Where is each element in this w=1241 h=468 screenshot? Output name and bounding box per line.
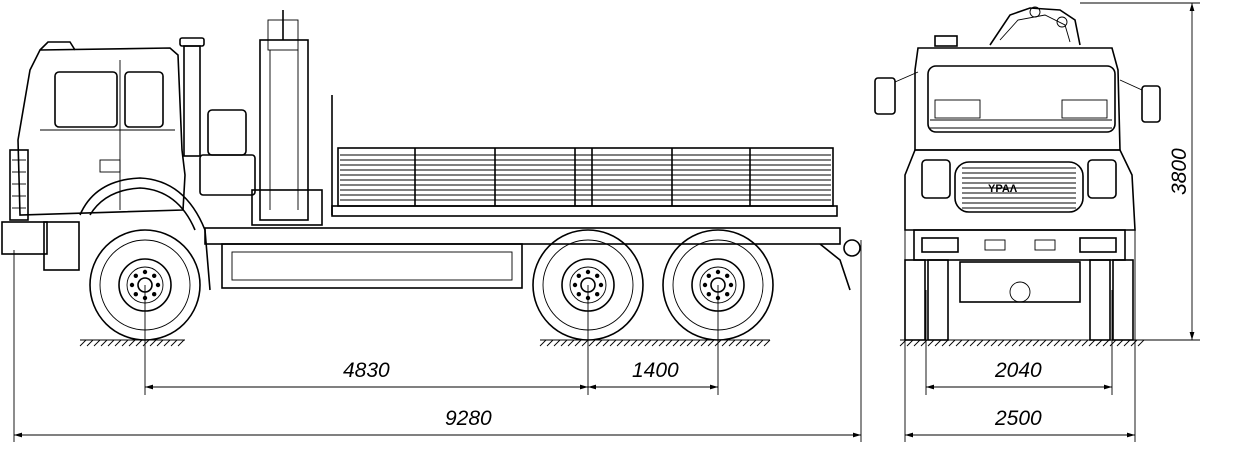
dimension-labels: 4830 1400 9280 2040 2500 3800 (343, 148, 1191, 430)
dimension-lines (13, 2, 1200, 442)
cargo-body (331, 95, 838, 217)
svg-text:YPAΛ: YPAΛ (988, 183, 1018, 195)
dim-overall-width: 2500 (994, 407, 1042, 430)
front-grille: YPAΛ (904, 149, 1136, 231)
crane-front (989, 6, 1081, 46)
truck-cab (1, 41, 211, 291)
crane-side (199, 10, 323, 226)
front-cab (874, 35, 1161, 151)
front-wheels-front-view (904, 259, 1134, 341)
dim-wheelbase-rear: 1400 (632, 359, 679, 382)
rear-wheel-1 (532, 229, 644, 341)
front-view: YPAΛ (874, 6, 1161, 341)
exhaust-pipe (179, 37, 205, 157)
chassis-frame (204, 227, 861, 291)
dim-overall-height: 3800 (1168, 148, 1191, 195)
dim-wheelbase-front: 4830 (343, 359, 390, 382)
front-bumper (913, 229, 1126, 261)
dim-track-width: 2040 (994, 359, 1042, 382)
ground-line-side (79, 339, 1145, 347)
dim-overall-length: 9280 (445, 407, 492, 430)
